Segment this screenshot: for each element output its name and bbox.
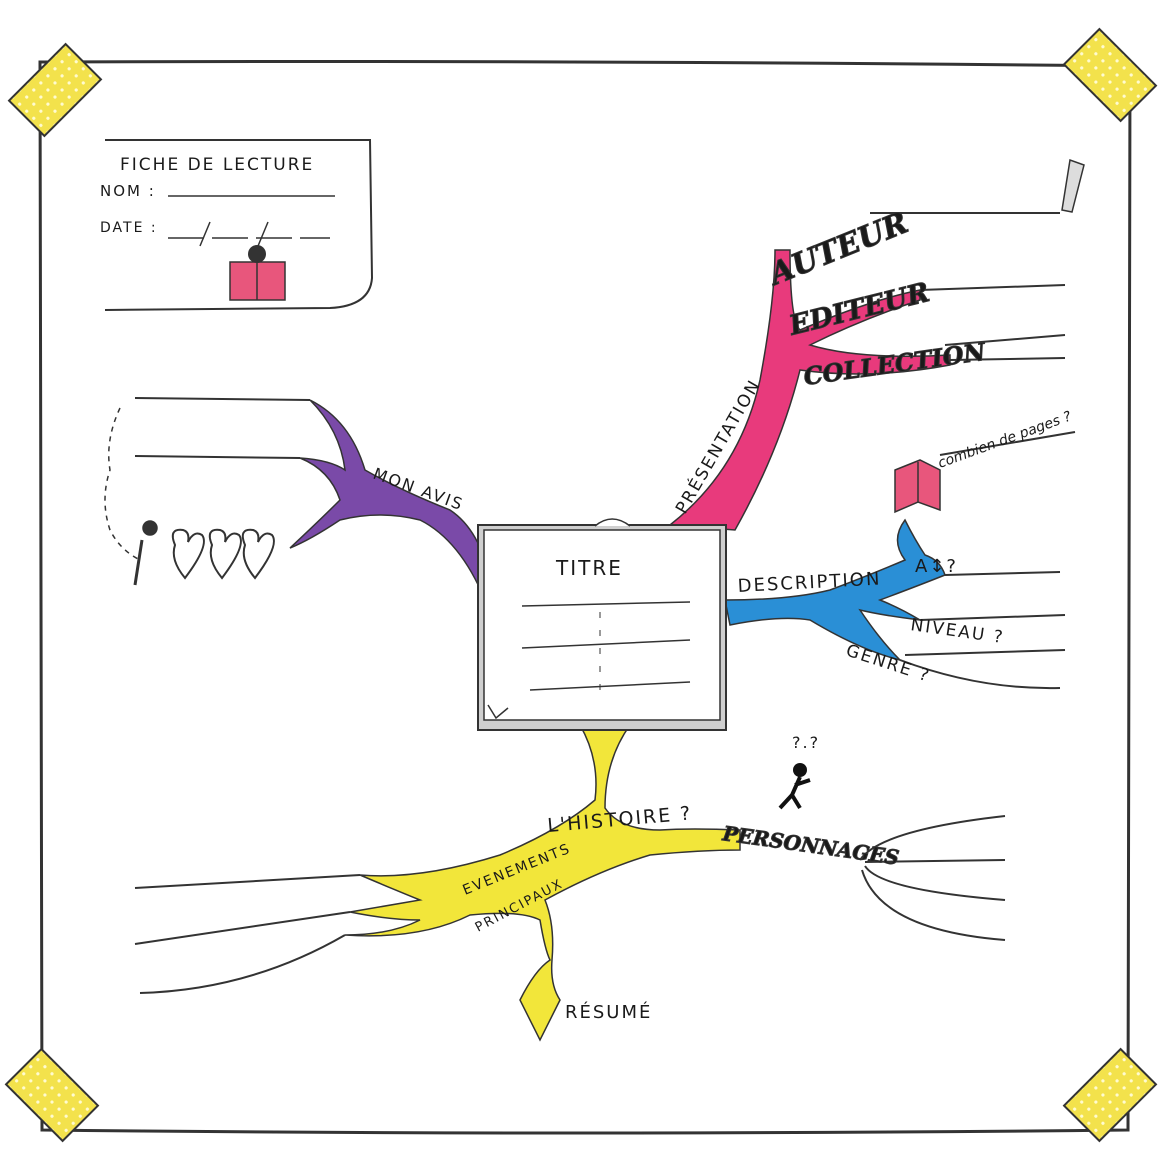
- form-title: FICHE DE LECTURE: [120, 155, 314, 175]
- svg-text:?.?: ?.?: [792, 733, 820, 752]
- title-board: TITRE: [478, 519, 726, 730]
- form-name-label: NOM :: [100, 182, 156, 200]
- label-resume: RÉSUMÉ: [565, 1001, 652, 1023]
- label-age: A↕?: [915, 556, 958, 577]
- center-title: TITRE: [555, 556, 623, 580]
- form-date-label: DATE :: [100, 220, 158, 236]
